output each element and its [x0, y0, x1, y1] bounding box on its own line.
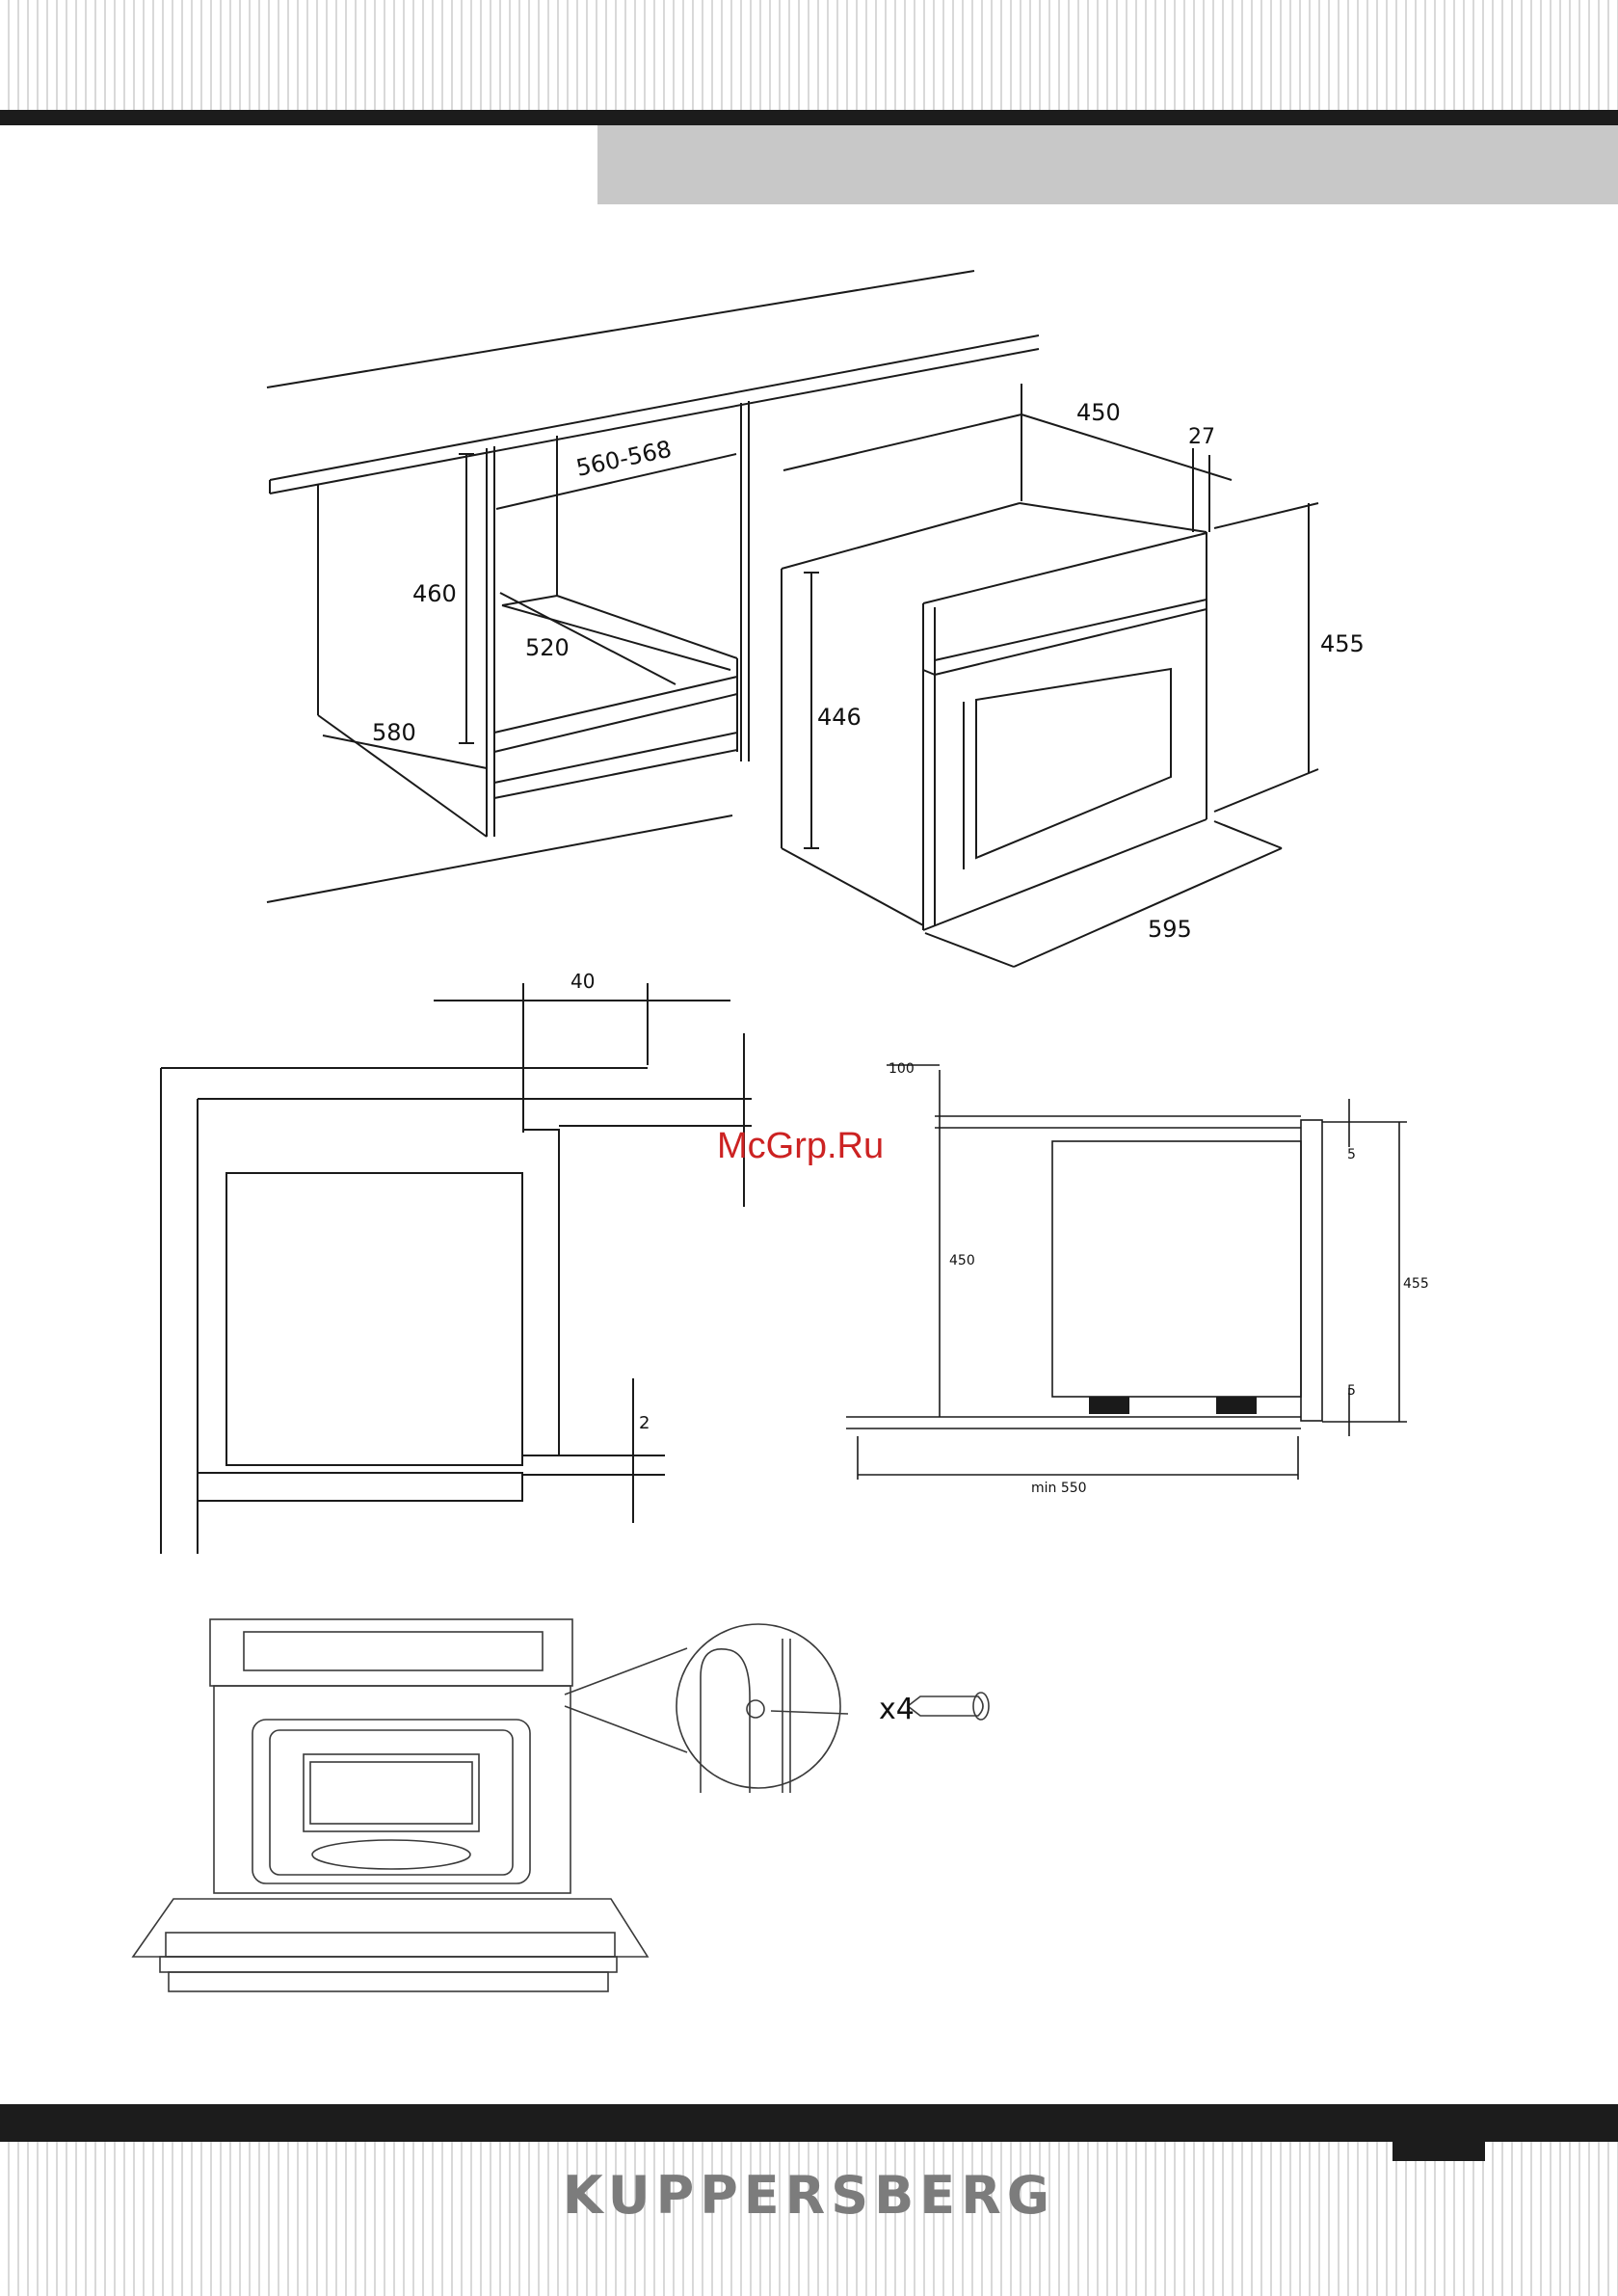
dim-min-depth: min 550: [1031, 1481, 1087, 1496]
figure-side-gap: [161, 983, 752, 1554]
figure-niche-and-oven: [267, 271, 1318, 967]
figure-front-view: [133, 1619, 989, 1991]
dim-bottom-offset: 5: [1347, 1383, 1356, 1399]
oven-foot-right: [1216, 1397, 1257, 1414]
brand-logo: KUPPERSBERG: [0, 2165, 1618, 2226]
dim-appliance-width: 595: [1148, 916, 1192, 943]
screw-count: x4: [879, 1693, 915, 1726]
dim-gap-top: 40: [570, 970, 595, 993]
figure-side-view: [846, 1065, 1407, 1480]
bottom-black-bar: [0, 2104, 1618, 2142]
oven-foot-left: [1089, 1397, 1129, 1414]
dim-niche-height: 460: [412, 580, 457, 607]
dim-side-body-height: 450: [949, 1253, 975, 1268]
dim-appliance-depth: 450: [1076, 399, 1121, 426]
watermark-text: McGrp.Ru: [717, 1126, 884, 1167]
dim-niche-width: 560-568: [573, 436, 674, 482]
page-number-tab: [1393, 2142, 1485, 2161]
dim-cabinet-depth: 580: [372, 719, 416, 746]
dim-rear-clearance: 100: [889, 1061, 915, 1077]
dim-niche-depth: 520: [525, 634, 570, 661]
dim-front-depth: 27: [1188, 425, 1215, 449]
dim-appliance-height: 455: [1320, 630, 1365, 657]
dim-top-offset: 5: [1347, 1147, 1356, 1162]
dim-body-height: 446: [817, 704, 862, 731]
dim-side-total-height: 455: [1403, 1276, 1429, 1292]
dim-gap-bottom: 2: [639, 1413, 650, 1433]
